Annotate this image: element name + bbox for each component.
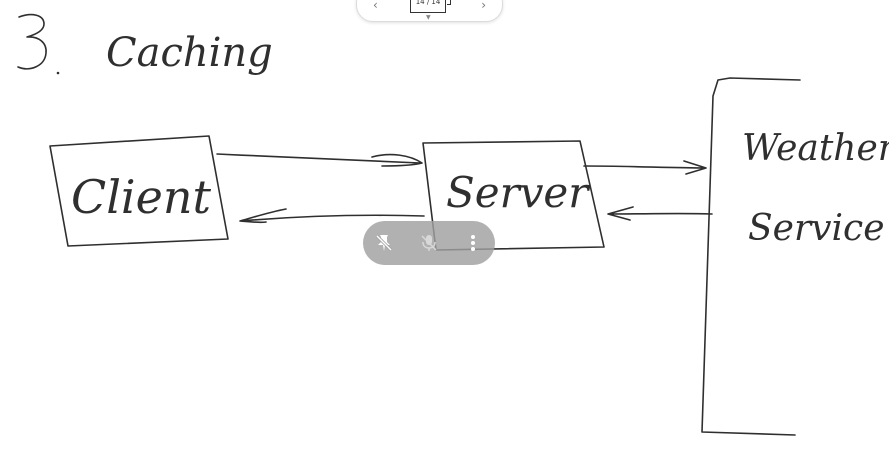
client-label: Client [71, 170, 211, 224]
caret-down-icon[interactable]: ▼ [426, 14, 431, 21]
arrow-weather-to-server [607, 206, 713, 221]
page-navigator[interactable]: ‹ 14 / 14 ▼ › [356, 0, 503, 22]
arrow-server-to-weather [583, 160, 707, 175]
mic-off-icon[interactable] [417, 231, 441, 255]
pin-off-glyph [375, 234, 393, 252]
server-box: Server [422, 140, 605, 251]
chevron-left-icon[interactable]: ‹ [373, 0, 378, 12]
server-label: Server [446, 168, 591, 217]
mic-off-glyph [421, 235, 437, 251]
client-box-outline [49, 135, 229, 247]
floating-toolbar [363, 221, 495, 265]
heading: Caching [17, 13, 273, 76]
page-thumbnail-stack [447, 0, 451, 5]
heading-number-stroke [17, 13, 47, 70]
arrow-client-to-server [216, 153, 423, 167]
arrow-server-to-client [239, 208, 425, 224]
more-vertical-glyph [471, 235, 475, 251]
server-box-outline [422, 140, 605, 251]
more-vertical-icon[interactable] [461, 231, 485, 255]
page-counter: 14 / 14 [410, 0, 446, 13]
weather-label: Weather [742, 128, 889, 169]
weather-service-outline [701, 77, 801, 436]
service-label: Service [748, 208, 885, 249]
chevron-right-icon[interactable]: › [481, 0, 486, 12]
pin-off-icon[interactable] [372, 231, 396, 255]
heading-text: Caching [106, 30, 273, 76]
heading-dot [56, 71, 60, 75]
client-box: Client [49, 135, 229, 247]
weather-service-box: Weather Service [701, 77, 889, 436]
